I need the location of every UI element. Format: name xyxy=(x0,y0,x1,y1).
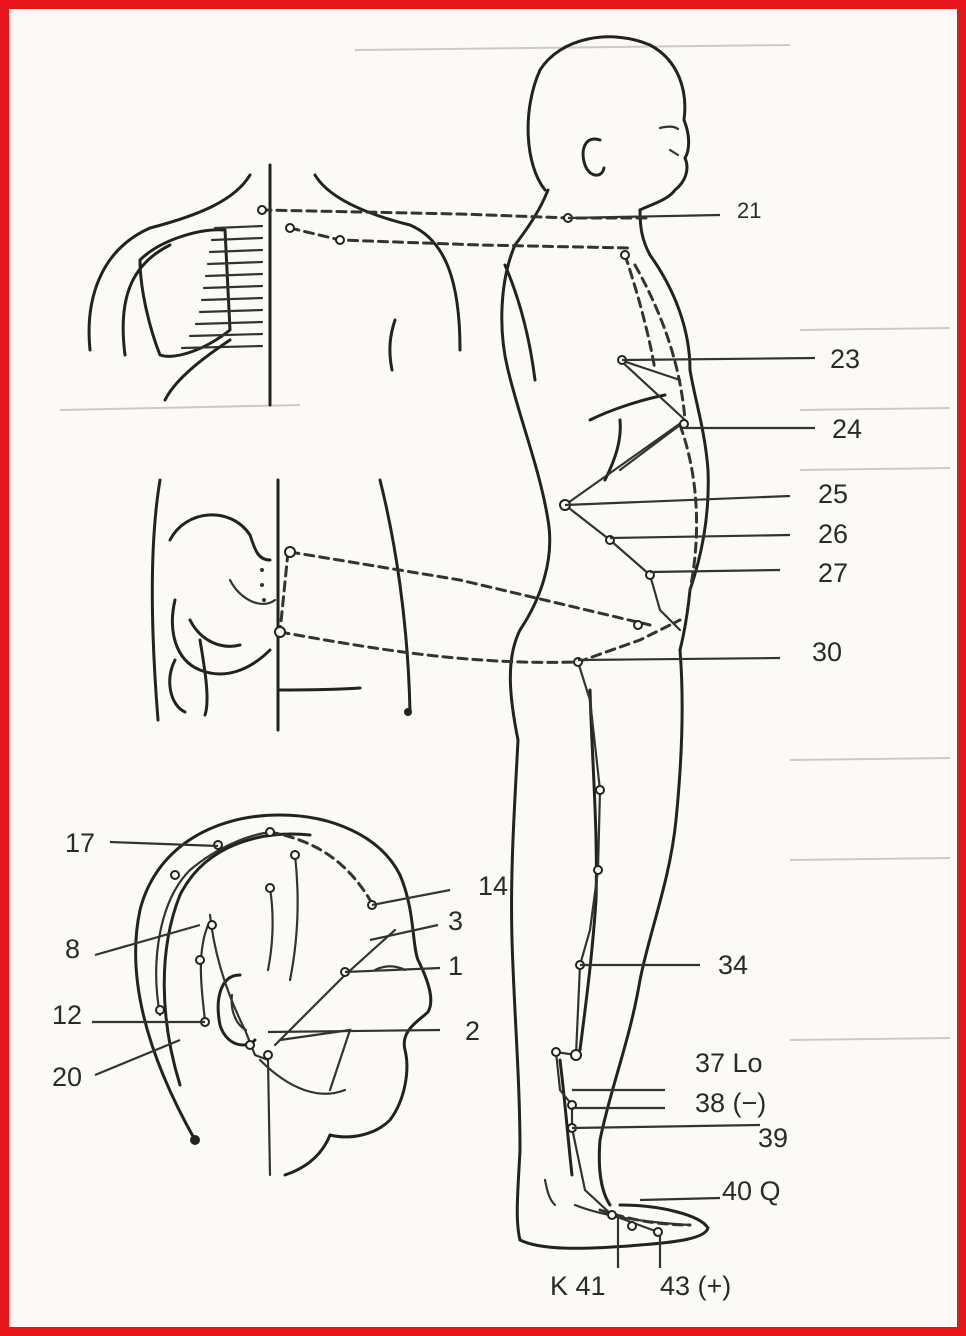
label-37: 37 Lo xyxy=(695,1048,763,1078)
label-27: 27 xyxy=(818,558,848,588)
label-34: 34 xyxy=(718,950,748,980)
acupoints xyxy=(156,206,688,1236)
label-1: 1 xyxy=(448,951,463,981)
head-side-view xyxy=(136,815,431,1175)
label-43: 43 (+) xyxy=(660,1271,731,1301)
label-20: 20 xyxy=(52,1062,82,1092)
label-23: 23 xyxy=(830,344,860,374)
label-41: K 41 xyxy=(550,1271,606,1301)
label-12: 12 xyxy=(52,1000,82,1030)
label-2: 2 xyxy=(465,1016,480,1046)
back-lower-view xyxy=(152,480,410,730)
label-24: 24 xyxy=(832,414,862,444)
back-upper-view xyxy=(89,165,460,405)
label-38: 38 (−) xyxy=(695,1088,766,1118)
label-26: 26 xyxy=(818,519,848,549)
standing-figure xyxy=(502,37,708,1248)
point-labels: 21 23 24 25 26 27 30 34 37 Lo 38 (−) 39 … xyxy=(52,198,862,1301)
label-39: 39 xyxy=(758,1123,788,1153)
label-3: 3 xyxy=(448,906,463,936)
label-14: 14 xyxy=(478,871,508,901)
label-30: 30 xyxy=(812,637,842,667)
label-17: 17 xyxy=(65,828,95,858)
label-40: 40 Q xyxy=(722,1176,781,1206)
label-25: 25 xyxy=(818,479,848,509)
label-8: 8 xyxy=(65,934,80,964)
label-21: 21 xyxy=(737,198,761,223)
